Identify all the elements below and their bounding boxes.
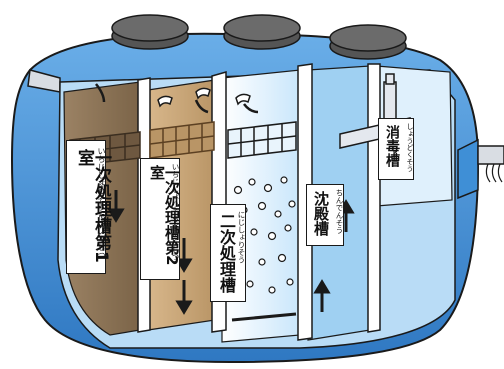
- filter-grid-2: [149, 121, 215, 159]
- label-secondary: 二次処理槽 にじしょりそう: [210, 204, 246, 302]
- flow-arrows-down: [107, 190, 193, 315]
- label-chamber-1-text: 一次処理槽第1室: [74, 149, 111, 263]
- transfer-pipes: [157, 87, 251, 108]
- manhole-2: [223, 14, 301, 50]
- label-chamber-2-ruby: いちじしょりそうだいにしつ: [171, 163, 180, 261]
- manhole-1: [111, 14, 189, 50]
- label-chamber-2-text: 一次処理槽第2室: [148, 165, 181, 266]
- label-disinfection-ruby: しょうどくそう: [406, 123, 414, 172]
- label-settling-text: 沈殿槽: [312, 191, 330, 236]
- label-settling: 沈殿槽 ちんでんそう: [306, 184, 344, 246]
- label-chamber-2: 一次処理槽第2室 いちじしょりそうだいにしつ: [140, 158, 181, 280]
- label-settling-ruby: ちんでんそう: [335, 189, 344, 234]
- partition-wall-4: [367, 63, 381, 333]
- label-disinfection: 消毒槽 しょうどくそう: [378, 118, 414, 180]
- label-chamber-1-ruby: いちじしょりそうだいいっしつ: [97, 147, 106, 259]
- label-disinfection-text: 消毒槽: [384, 125, 400, 167]
- partition-wall-3: [297, 63, 313, 341]
- label-secondary-text: 二次処理槽: [217, 213, 236, 293]
- filter-grid-3: [227, 121, 297, 159]
- outlet-pipe: [477, 145, 504, 183]
- label-chamber-1: 一次処理槽第1室 いちじしょりそうだいいっしつ: [66, 140, 111, 274]
- flow-arrows-curved: [95, 83, 259, 114]
- label-secondary-ruby: にじしょりそう: [237, 211, 246, 264]
- air-diffuser-pipe: [231, 312, 297, 322]
- tank-flange: [457, 138, 479, 200]
- manhole-3: [329, 24, 407, 60]
